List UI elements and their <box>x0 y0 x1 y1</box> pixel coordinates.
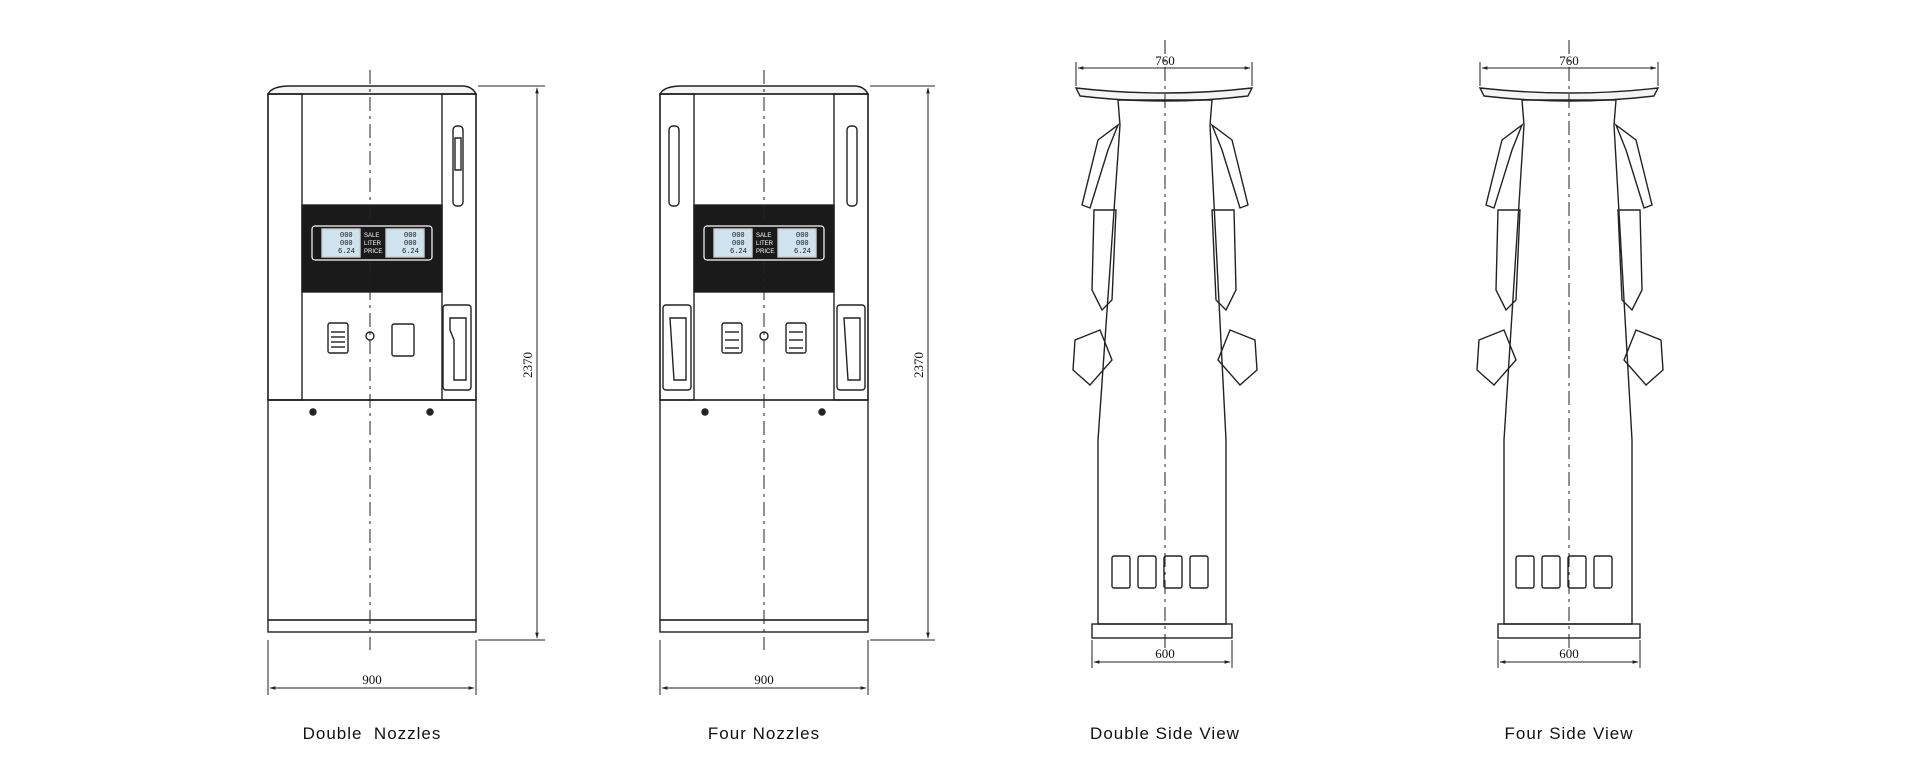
height-dimension: 2370 <box>911 352 926 378</box>
nozzle-icon <box>452 125 464 207</box>
price-label: PRICE <box>364 249 382 255</box>
vent-grille <box>1515 555 1613 589</box>
double-nozzles-front-view <box>266 70 478 650</box>
svg-text:LITER: LITER <box>756 241 774 247</box>
svg-text:000: 000 <box>404 232 417 240</box>
caption-double-nozzles: Double Nozzles <box>302 724 442 743</box>
top-width-dimension: 760 <box>1559 53 1579 68</box>
dimension-lines-3 <box>1075 62 1253 668</box>
sale-label: SALE <box>364 233 379 239</box>
four-side-view <box>1476 40 1664 650</box>
svg-text:000: 000 <box>796 232 809 240</box>
keypad-icon <box>721 322 743 354</box>
svg-text:SALE: SALE <box>756 233 771 239</box>
liter-label: LITER <box>364 241 382 247</box>
caption-double-side-view: Double Side View <box>1090 724 1240 743</box>
nozzle-holster-icon <box>442 304 472 391</box>
svg-text:6.24: 6.24 <box>402 248 419 256</box>
four-nozzles-front-view <box>658 70 870 650</box>
caption-four-nozzles: Four Nozzles <box>707 724 821 743</box>
svg-text:6.24: 6.24 <box>730 248 747 256</box>
svg-text:6.24: 6.24 <box>794 248 811 256</box>
dimension-lines-1 <box>267 85 545 695</box>
display-text-2: SALE LITER PRICE 000 000 6.24 000 000 6.… <box>730 232 811 256</box>
svg-text:000: 000 <box>404 240 417 248</box>
double-side-view <box>1072 40 1258 650</box>
width-dimension: 900 <box>754 672 774 687</box>
nozzle-holster-icon <box>836 304 866 391</box>
svg-text:PRICE: PRICE <box>756 249 774 255</box>
dimension-lines-2 <box>659 85 935 695</box>
base-width-dimension: 600 <box>1559 646 1579 661</box>
base-width-dimension: 600 <box>1155 646 1175 661</box>
svg-text:000: 000 <box>340 240 353 248</box>
svg-text:000: 000 <box>732 232 745 240</box>
card-slot <box>391 323 415 357</box>
width-dimension: 900 <box>362 672 382 687</box>
nozzle-holster-icon <box>662 304 692 391</box>
caption-four-side-view: Four Side View <box>1504 724 1634 743</box>
top-width-dimension: 760 <box>1155 53 1175 68</box>
nozzle-icon <box>846 125 858 207</box>
svg-text:000: 000 <box>732 240 745 248</box>
svg-text:000: 000 <box>340 232 353 240</box>
height-dimension: 2370 <box>520 352 535 378</box>
vent-grille <box>1111 555 1209 589</box>
nozzle-icon <box>668 125 680 207</box>
svg-text:000: 000 <box>796 240 809 248</box>
display-text-1: SALE LITER PRICE 000 000 6.24 000 000 6.… <box>338 232 419 256</box>
svg-text:6.24: 6.24 <box>338 248 355 256</box>
keypad-icon <box>327 322 349 354</box>
dimension-lines-4 <box>1479 62 1659 668</box>
keypad-icon <box>785 322 807 354</box>
